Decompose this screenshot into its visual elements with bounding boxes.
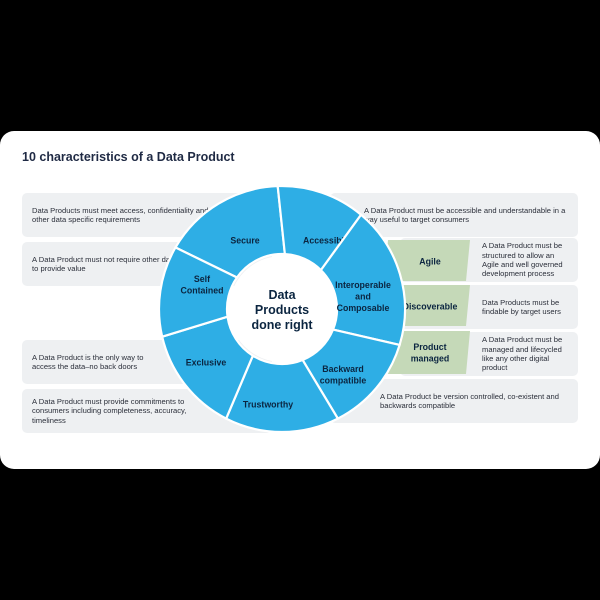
tab-product-managed [384,331,470,374]
tab-label-discoverable: Discoverable [403,302,458,312]
segment-label-backward: Backward [322,364,364,374]
desc-backward-text: A Data Product be version controlled, co… [380,391,559,410]
segment-label-self-contained: Contained [180,285,223,295]
center-line-3: done right [251,318,313,332]
segment-label-interoperable: Composable [337,303,390,313]
center-line-2: Products [255,303,309,317]
segment-trustworthy [224,354,340,434]
segment-backward [300,328,402,421]
desc-trustworthy-text: A Data Product must provide commitments … [32,396,187,425]
tab-label-product-managed: Product [413,342,446,352]
center-line-1: Data [268,288,296,302]
segment-label-backward: compatible [320,375,367,385]
segment-label-secure: Secure [230,236,259,246]
segment-label-trustworthy: Trustworthy [243,400,293,410]
segment-label-interoperable: Interoperable [335,280,391,290]
desc-accessible-text: A Data Product must be accessible and un… [364,205,566,224]
segment-label-exclusive: Exclusive [186,358,227,368]
desc-discoverable-text: Data Products must be findable by target… [482,297,561,316]
desc-product-managed-text: A Data Product must be managed and lifec… [482,335,563,373]
segment-label-self-contained: Self [194,274,210,284]
segment-accessible [276,184,363,272]
segment-interoperable [319,213,407,347]
segment-label-interoperable: and [355,292,371,302]
tab-label-product-managed: managed [411,353,450,363]
desc-secure-text: Data Products must meet access, confiden… [32,205,209,224]
tab-agile [384,240,470,281]
desc-self-contained-text: A Data Product must not require other da… [32,254,177,273]
segment-secure [173,184,287,279]
segment-self-contained [157,246,239,339]
tab-label-agile: Agile [419,257,441,267]
segment-label-accessible: Accessible [303,236,349,246]
wheel-center [229,256,335,362]
desc-backward: A Data Product be version controlled, co… [330,379,578,423]
segment-exclusive [160,315,255,421]
desc-agile-text: A Data Product must be structured to all… [482,241,563,279]
page-title: 10 characteristics of a Data Product [22,150,235,164]
desc-exclusive-text: A Data Product is the only way to access… [32,352,144,371]
